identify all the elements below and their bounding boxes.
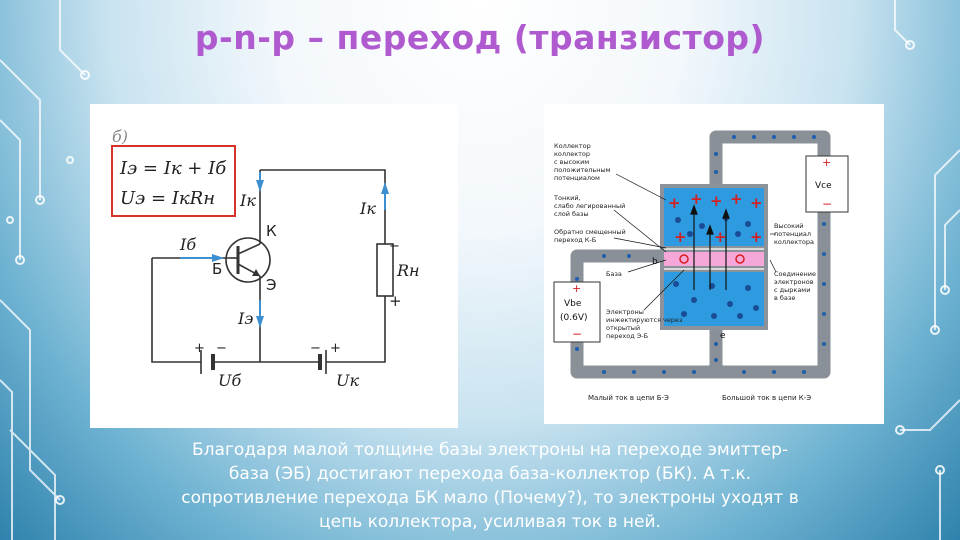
base-hole-recomb xyxy=(735,254,745,264)
base-hole xyxy=(679,254,689,264)
vbe-minus: − xyxy=(572,327,582,341)
large-current-label: Большой ток в цепи К-Э xyxy=(722,394,811,402)
svg-text:+: + xyxy=(750,228,763,246)
resistor-plus: + xyxy=(389,292,402,310)
hole-charges: + + + + + + + + xyxy=(668,190,763,246)
svg-text:переход К-Б: переход К-Б xyxy=(554,236,596,244)
vbe-source xyxy=(553,281,601,343)
annotation-leaders xyxy=(613,173,777,311)
caption-line: цепь коллектора, усиливая ток в ней. xyxy=(319,512,661,532)
vbe-plus: + xyxy=(572,282,581,295)
svg-text:+: + xyxy=(674,228,687,246)
vce-label: Vce xyxy=(815,181,832,191)
label-base-b: Б xyxy=(212,260,222,278)
svg-text:с высоким: с высоким xyxy=(554,158,589,166)
svg-text:База: База xyxy=(606,270,622,278)
collector-region xyxy=(664,188,764,246)
label-ie: Iэ xyxy=(237,309,253,328)
uk-minus: − xyxy=(310,341,321,356)
current-arrows xyxy=(180,172,389,328)
label-ik-collector: Iк xyxy=(239,191,256,210)
label-ib: Iб xyxy=(179,235,196,254)
svg-text:+: + xyxy=(668,194,681,212)
caption-line: Благодаря малой толщине базы электроны н… xyxy=(192,440,788,460)
svg-text:Тонкий,: Тонкий, xyxy=(553,194,581,202)
svg-text:в базе: в базе xyxy=(774,294,795,302)
vbe-label: Vbe xyxy=(564,299,582,309)
svg-text:+: + xyxy=(714,228,727,246)
svg-text:с дырками: с дырками xyxy=(774,286,810,294)
svg-text:Коллектор: Коллектор xyxy=(554,142,591,150)
svg-text:коллектора: коллектора xyxy=(774,238,814,246)
vce-plus: + xyxy=(822,156,831,169)
wire-electrons xyxy=(575,135,826,374)
circuit-schematic: б) Iэ = Iк + Iб Uэ = IкRн xyxy=(111,127,420,390)
svg-text:открытый: открытый xyxy=(606,324,640,332)
svg-text:слой базы: слой базы xyxy=(554,210,589,218)
label-collector-k: К xyxy=(266,222,277,240)
electron-flow-arrows xyxy=(690,204,730,290)
svg-text:Высокий: Высокий xyxy=(774,222,804,230)
right-annotations: Высокий потенциал коллектора Соединение … xyxy=(774,222,816,302)
formula-voltage: Uэ = IкRн xyxy=(120,188,215,209)
svg-text:+: + xyxy=(730,190,743,208)
transistor-structure-panel: + + + + + + + + + Vce − + Vbe (0.6V) − b e Кол… xyxy=(544,104,884,424)
resistor-minus: − xyxy=(389,239,400,254)
svg-text:+: + xyxy=(690,190,703,208)
vce-minus: − xyxy=(822,197,832,211)
ub-minus: − xyxy=(216,341,227,356)
caption-line: сопротивление перехода БК мало (Почему?)… xyxy=(181,488,799,508)
label-ub: Uб xyxy=(218,371,241,390)
transistor-structure-diagram: + + + + + + + + + Vce − + Vbe (0.6V) − b e Кол… xyxy=(553,130,849,402)
svg-text:Обратно смещенный: Обратно смещенный xyxy=(554,228,626,236)
label-ik-load: Iк xyxy=(359,199,376,218)
vbe-value: (0.6V) xyxy=(560,313,588,323)
svg-text:+: + xyxy=(750,194,763,212)
svg-text:коллектор: коллектор xyxy=(554,150,590,158)
circuit-schematic-panel: б) Iэ = Iк + Iб Uэ = IкRн xyxy=(90,104,458,428)
slide-caption: Благодаря малой толщине базы электроны н… xyxy=(90,438,890,534)
formula-current: Iэ = Iк + Iб xyxy=(119,158,227,179)
svg-text:переход Э-Б: переход Э-Б xyxy=(606,332,648,340)
terminal-b: b xyxy=(652,257,658,267)
left-annotations: Коллектор коллектор с высоким положитель… xyxy=(553,142,683,340)
svg-text:положительным: положительным xyxy=(554,166,611,174)
ub-plus: + xyxy=(194,341,205,356)
slide-title: p-n-p – переход (транзистор) xyxy=(194,18,766,57)
terminal-e: e xyxy=(720,331,726,341)
svg-text:слабо легированный: слабо легированный xyxy=(554,202,625,210)
formula-box xyxy=(111,145,236,217)
vce-source xyxy=(805,155,849,213)
svg-text:Соединение: Соединение xyxy=(774,270,816,278)
small-current-label: Малый ток в цепи Б-Э xyxy=(588,394,669,402)
battery-ub xyxy=(200,350,215,374)
svg-text:потенциал: потенциал xyxy=(774,230,811,238)
svg-text:электронов: электронов xyxy=(774,278,814,286)
label-uk: Uк xyxy=(336,371,359,390)
base-region xyxy=(664,252,764,266)
uk-plus: + xyxy=(330,341,341,356)
caption-line: база (ЭБ) достигают перехода база-коллек… xyxy=(228,464,752,484)
transistor-symbol xyxy=(225,237,271,294)
svg-text:+: + xyxy=(710,192,723,210)
battery-uk xyxy=(318,350,327,374)
resistor-rn xyxy=(376,243,394,297)
svg-text:потенциалом: потенциалом xyxy=(554,174,600,182)
svg-text:инжектируются через: инжектируются через xyxy=(606,316,683,324)
svg-text:Электроны: Электроны xyxy=(606,308,644,316)
figure-label: б) xyxy=(112,127,128,146)
label-emitter-e: Э xyxy=(266,276,276,294)
label-rn: Rн xyxy=(396,261,420,280)
